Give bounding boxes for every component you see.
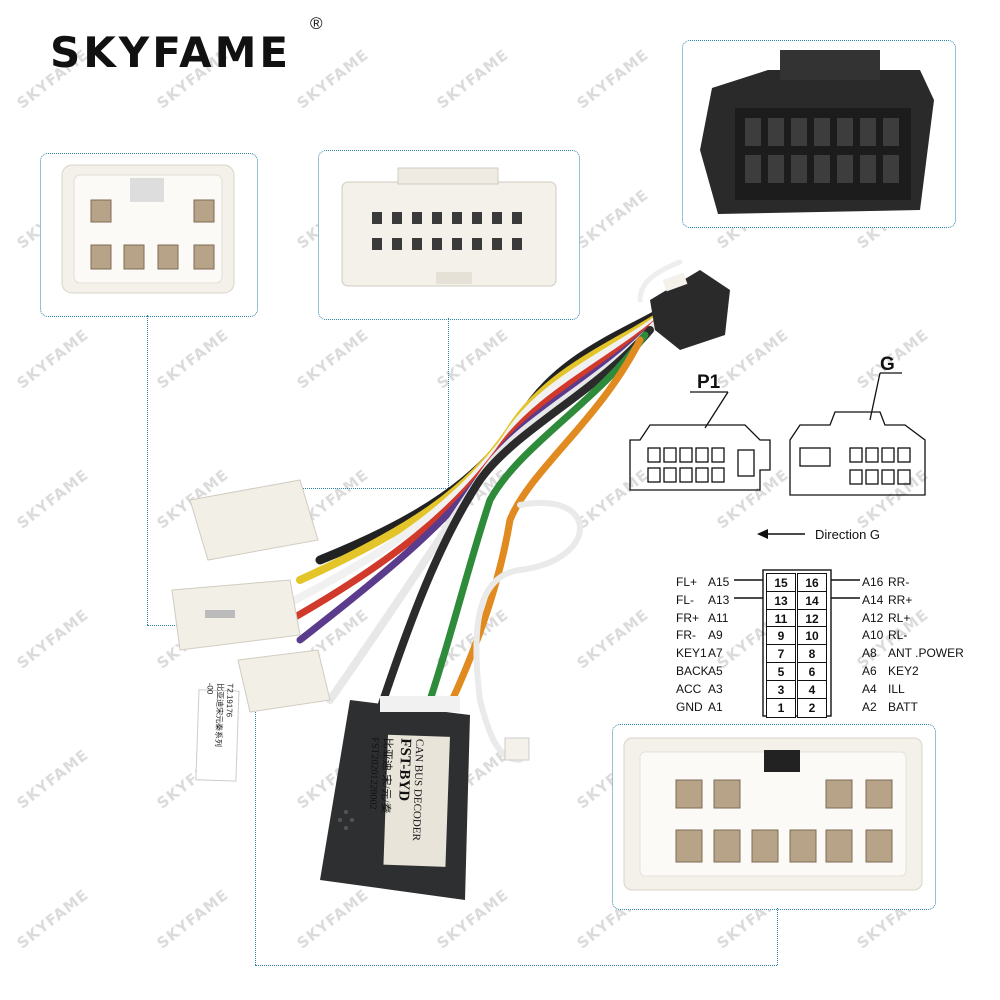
pin-name-left: FL+ xyxy=(676,575,698,589)
black-plug-16pin xyxy=(650,270,730,350)
leader-line-1 xyxy=(147,315,148,625)
pin-number-right: 2 xyxy=(797,697,827,718)
pin-code-right: A16 xyxy=(862,575,884,589)
white-connector-8pin-photo xyxy=(61,164,235,294)
pin-code-left: A5 xyxy=(708,664,723,678)
pin-number-left: 15 xyxy=(766,573,796,593)
black-connector-photo xyxy=(700,50,934,214)
g-connector-drawing xyxy=(789,372,926,496)
pin-code-right: A8 xyxy=(862,646,877,661)
white-connector-12pin-photo xyxy=(623,737,923,891)
pin-name-right: RR- xyxy=(888,575,910,589)
pin-name-right: ILL xyxy=(888,681,905,696)
sticker-text: T2.19176 比亚迪宋元秦系列 -00 xyxy=(201,683,234,784)
pin-number-right: 6 xyxy=(797,662,827,682)
pin-number-left: 13 xyxy=(766,590,796,611)
decoder-label-text: CAN BUS DECODER FST-BYD 比亚迪-宋/元/秦 FST202… xyxy=(365,737,425,879)
registered-mark: ® xyxy=(310,14,323,33)
pin-name-right: BATT xyxy=(888,699,918,714)
pin-name-left: FR+ xyxy=(676,610,700,625)
p1-connector-drawing xyxy=(629,391,771,491)
sticker-label xyxy=(195,689,240,782)
pin-code-right: A4 xyxy=(862,681,877,696)
pin-name-left: BACK xyxy=(676,664,709,678)
leader-line-2 xyxy=(448,318,449,488)
pin-code-left: A7 xyxy=(708,646,723,661)
direction-arrow xyxy=(757,529,805,539)
pin-name-left: ACC xyxy=(676,681,702,696)
connector-label-p1: P1 xyxy=(697,372,721,393)
pin-number-right: 16 xyxy=(797,573,827,593)
white-plug-8pin xyxy=(189,479,319,561)
leader-line-3 xyxy=(255,690,256,965)
pin-code-right: A2 xyxy=(862,699,877,714)
direction-label: Direction G xyxy=(815,527,881,542)
pin-name-right: RL- xyxy=(888,628,908,643)
pin-name-right: RL+ xyxy=(888,610,911,625)
pin-code-right: A10 xyxy=(862,628,884,643)
pin-number-left: 1 xyxy=(766,697,796,718)
pin-code-right: A12 xyxy=(862,610,884,625)
leader-line-3h xyxy=(255,965,777,966)
pin-code-right: A6 xyxy=(862,664,877,678)
pin-name-left: KEY1 xyxy=(676,646,707,661)
wire-harness xyxy=(286,259,685,763)
white-plug-6pin xyxy=(237,649,331,713)
white-plug-small xyxy=(504,737,530,761)
pin-code-right: A14 xyxy=(862,592,884,607)
brand-logo: SKYFAME xyxy=(50,28,292,77)
pin-name-right: KEY2 xyxy=(888,664,919,678)
white-plug-12pin xyxy=(171,579,301,651)
pin-code-left: A15 xyxy=(708,575,730,589)
leader-line-2h xyxy=(300,488,448,489)
pin-code-left: A13 xyxy=(708,592,730,607)
leader-line-1h xyxy=(147,625,187,626)
pin-name-left: FL- xyxy=(676,592,694,607)
pin-code-left: A11 xyxy=(708,610,729,625)
decoder-label xyxy=(383,734,450,867)
pin-code-left: A1 xyxy=(708,699,723,714)
connector-label-g: G xyxy=(880,354,895,375)
pin-name-left: FR- xyxy=(676,628,696,643)
leader-line-3v xyxy=(777,908,778,965)
pin-name-right: ANT .POWER xyxy=(888,646,964,661)
pin-name-left: GND xyxy=(676,699,703,714)
pin-code-left: A3 xyxy=(708,681,723,696)
pin-code-left: A9 xyxy=(708,628,723,643)
pin-name-right: RR+ xyxy=(888,592,913,607)
white-connector-16pin-photo xyxy=(341,167,557,287)
